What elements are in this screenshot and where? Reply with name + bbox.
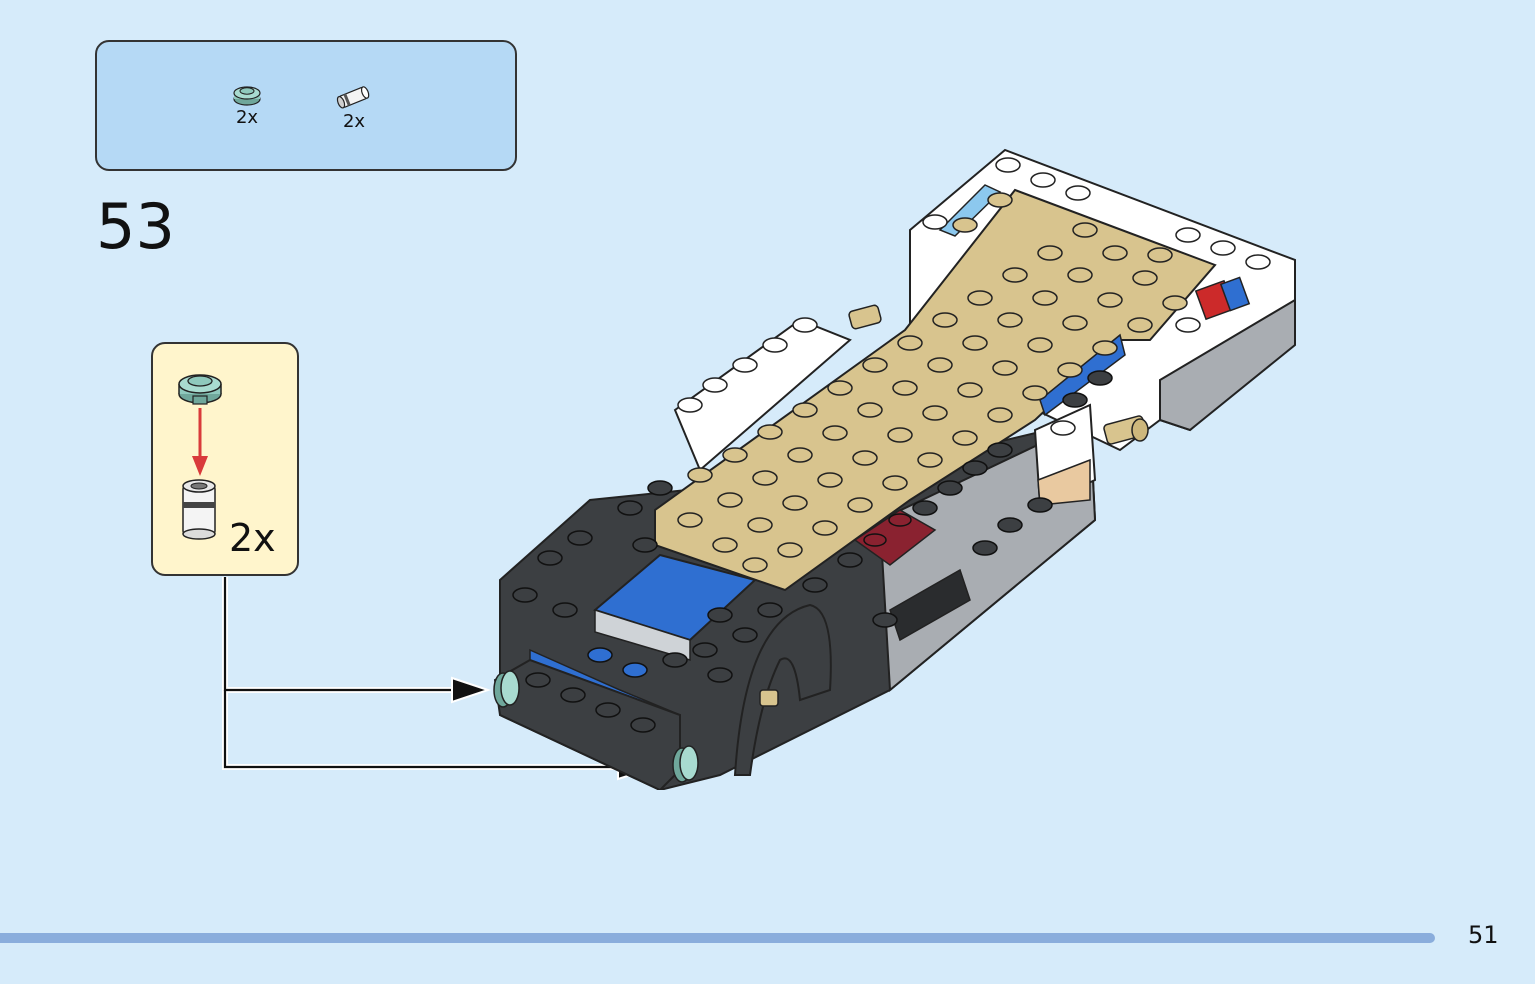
page-number: 51 — [1468, 921, 1499, 949]
round-plate-icon — [178, 374, 222, 405]
step-number: 53 — [96, 190, 175, 263]
assembly-arrow-icon — [192, 408, 208, 476]
part-quantity: 2x — [342, 111, 366, 132]
sub-assembly-illustration — [178, 374, 222, 540]
round-plate-attached — [493, 670, 699, 783]
sub-assembly-quantity: 2x — [229, 516, 276, 560]
parts-item-round-plate: 2x — [222, 82, 272, 128]
progress-bar — [0, 933, 1435, 943]
parts-item-pin-connector: 2x — [329, 82, 379, 132]
part-quantity: 2x — [235, 107, 259, 128]
parts-list-box: 2x 2x — [95, 40, 517, 171]
sub-assembly-box: 2x — [151, 342, 299, 576]
pin-connector-icon — [336, 86, 370, 109]
car-chassis-illustration — [493, 148, 1296, 790]
round-plate-icon — [233, 86, 261, 106]
pin-connector-icon — [182, 479, 216, 540]
